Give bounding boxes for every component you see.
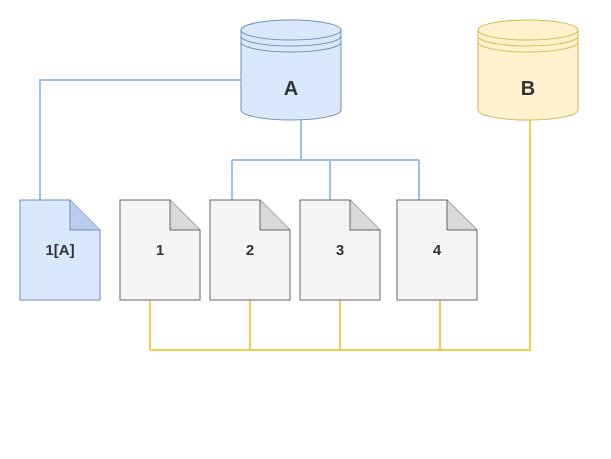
database-a-rings [240, 29, 342, 53]
connector-a-to-doc-1a [39, 79, 241, 200]
database-a-label: A [284, 78, 298, 100]
document-4[interactable]: 4 [396, 199, 478, 301]
document-1[interactable]: 1 [119, 199, 201, 301]
document-2-fold [259, 200, 290, 231]
document-1-label: 1 [156, 242, 164, 259]
database-b[interactable]: B [477, 19, 579, 121]
document-4-fold [446, 200, 477, 231]
document-1a-label: 1[A] [45, 242, 74, 259]
document-1a[interactable]: 1[A] [19, 199, 101, 301]
document-3[interactable]: 3 [299, 199, 381, 301]
database-b-label: B [521, 78, 535, 100]
document-3-fold [349, 200, 380, 231]
document-2-label: 2 [246, 242, 254, 259]
database-a[interactable]: A [240, 19, 342, 121]
document-1a-fold [69, 200, 100, 231]
connector-b-to-bus [150, 120, 531, 351]
database-a-body [240, 19, 342, 121]
connectors [39, 79, 531, 351]
database-b-body [477, 19, 579, 121]
database-b-rings [477, 29, 579, 53]
document-4-label: 4 [433, 242, 442, 259]
document-3-label: 3 [336, 242, 344, 259]
document-2[interactable]: 2 [209, 199, 291, 301]
document-1-fold [169, 200, 200, 231]
